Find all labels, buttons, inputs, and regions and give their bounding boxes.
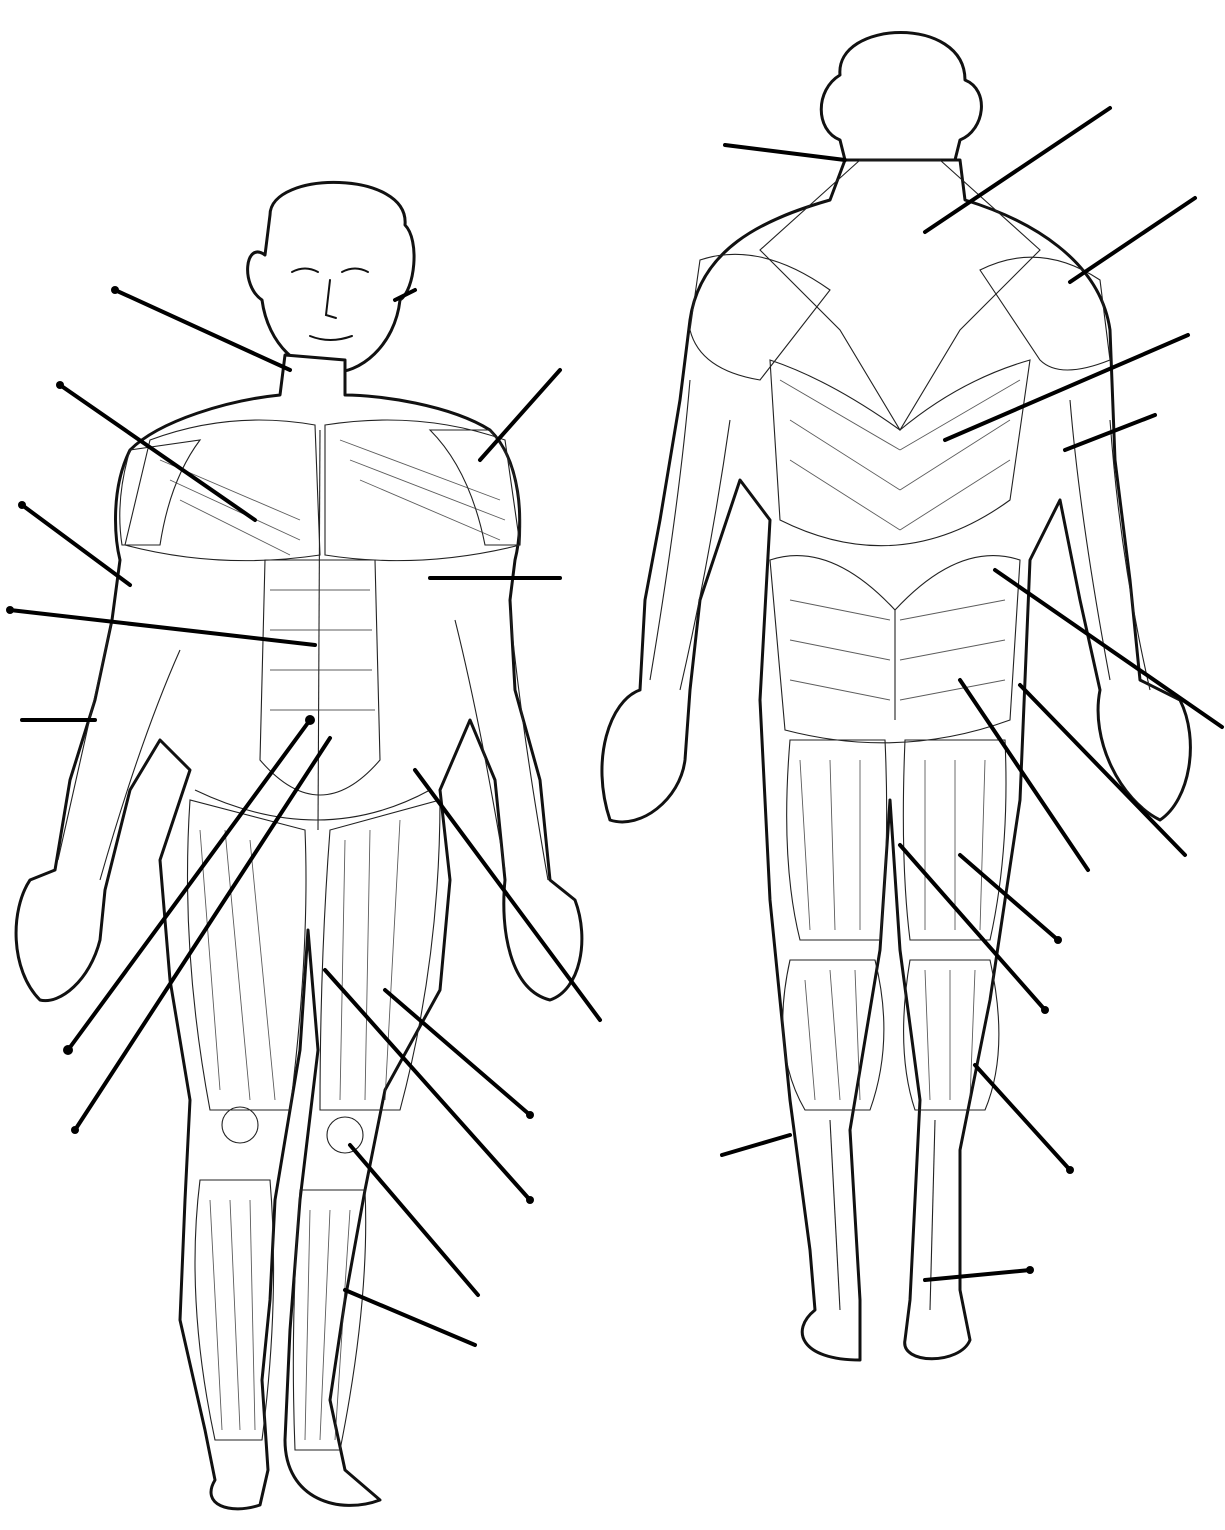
leader-line: [725, 145, 845, 160]
leader-dot: [1054, 936, 1062, 944]
leader-dot: [6, 606, 14, 614]
leader-dot: [1026, 1266, 1034, 1274]
leader-line: [22, 505, 130, 585]
leader-dot: [18, 501, 26, 509]
leader-line: [722, 1135, 790, 1155]
posterior-figure: [602, 33, 1190, 1361]
leader-dot: [1066, 1166, 1074, 1174]
leader-line: [975, 1065, 1070, 1170]
leader-line: [480, 370, 560, 460]
anterior-head: [248, 182, 414, 372]
leader-dot: [526, 1111, 534, 1119]
leader-dot: [1041, 1006, 1049, 1014]
leader-dot: [526, 1196, 534, 1204]
leader-dot: [111, 286, 119, 294]
leader-line: [350, 1145, 478, 1295]
leader-dot: [56, 381, 64, 389]
anterior-figure: [16, 182, 582, 1508]
leader-dot: [63, 1045, 73, 1055]
anterior-torso: [16, 355, 582, 1509]
leader-line: [345, 1290, 475, 1345]
posterior-head: [821, 33, 981, 161]
leader-dot: [71, 1126, 79, 1134]
posterior-torso: [602, 160, 1190, 1360]
leader-dot: [305, 715, 315, 725]
leader-line: [1070, 198, 1195, 282]
